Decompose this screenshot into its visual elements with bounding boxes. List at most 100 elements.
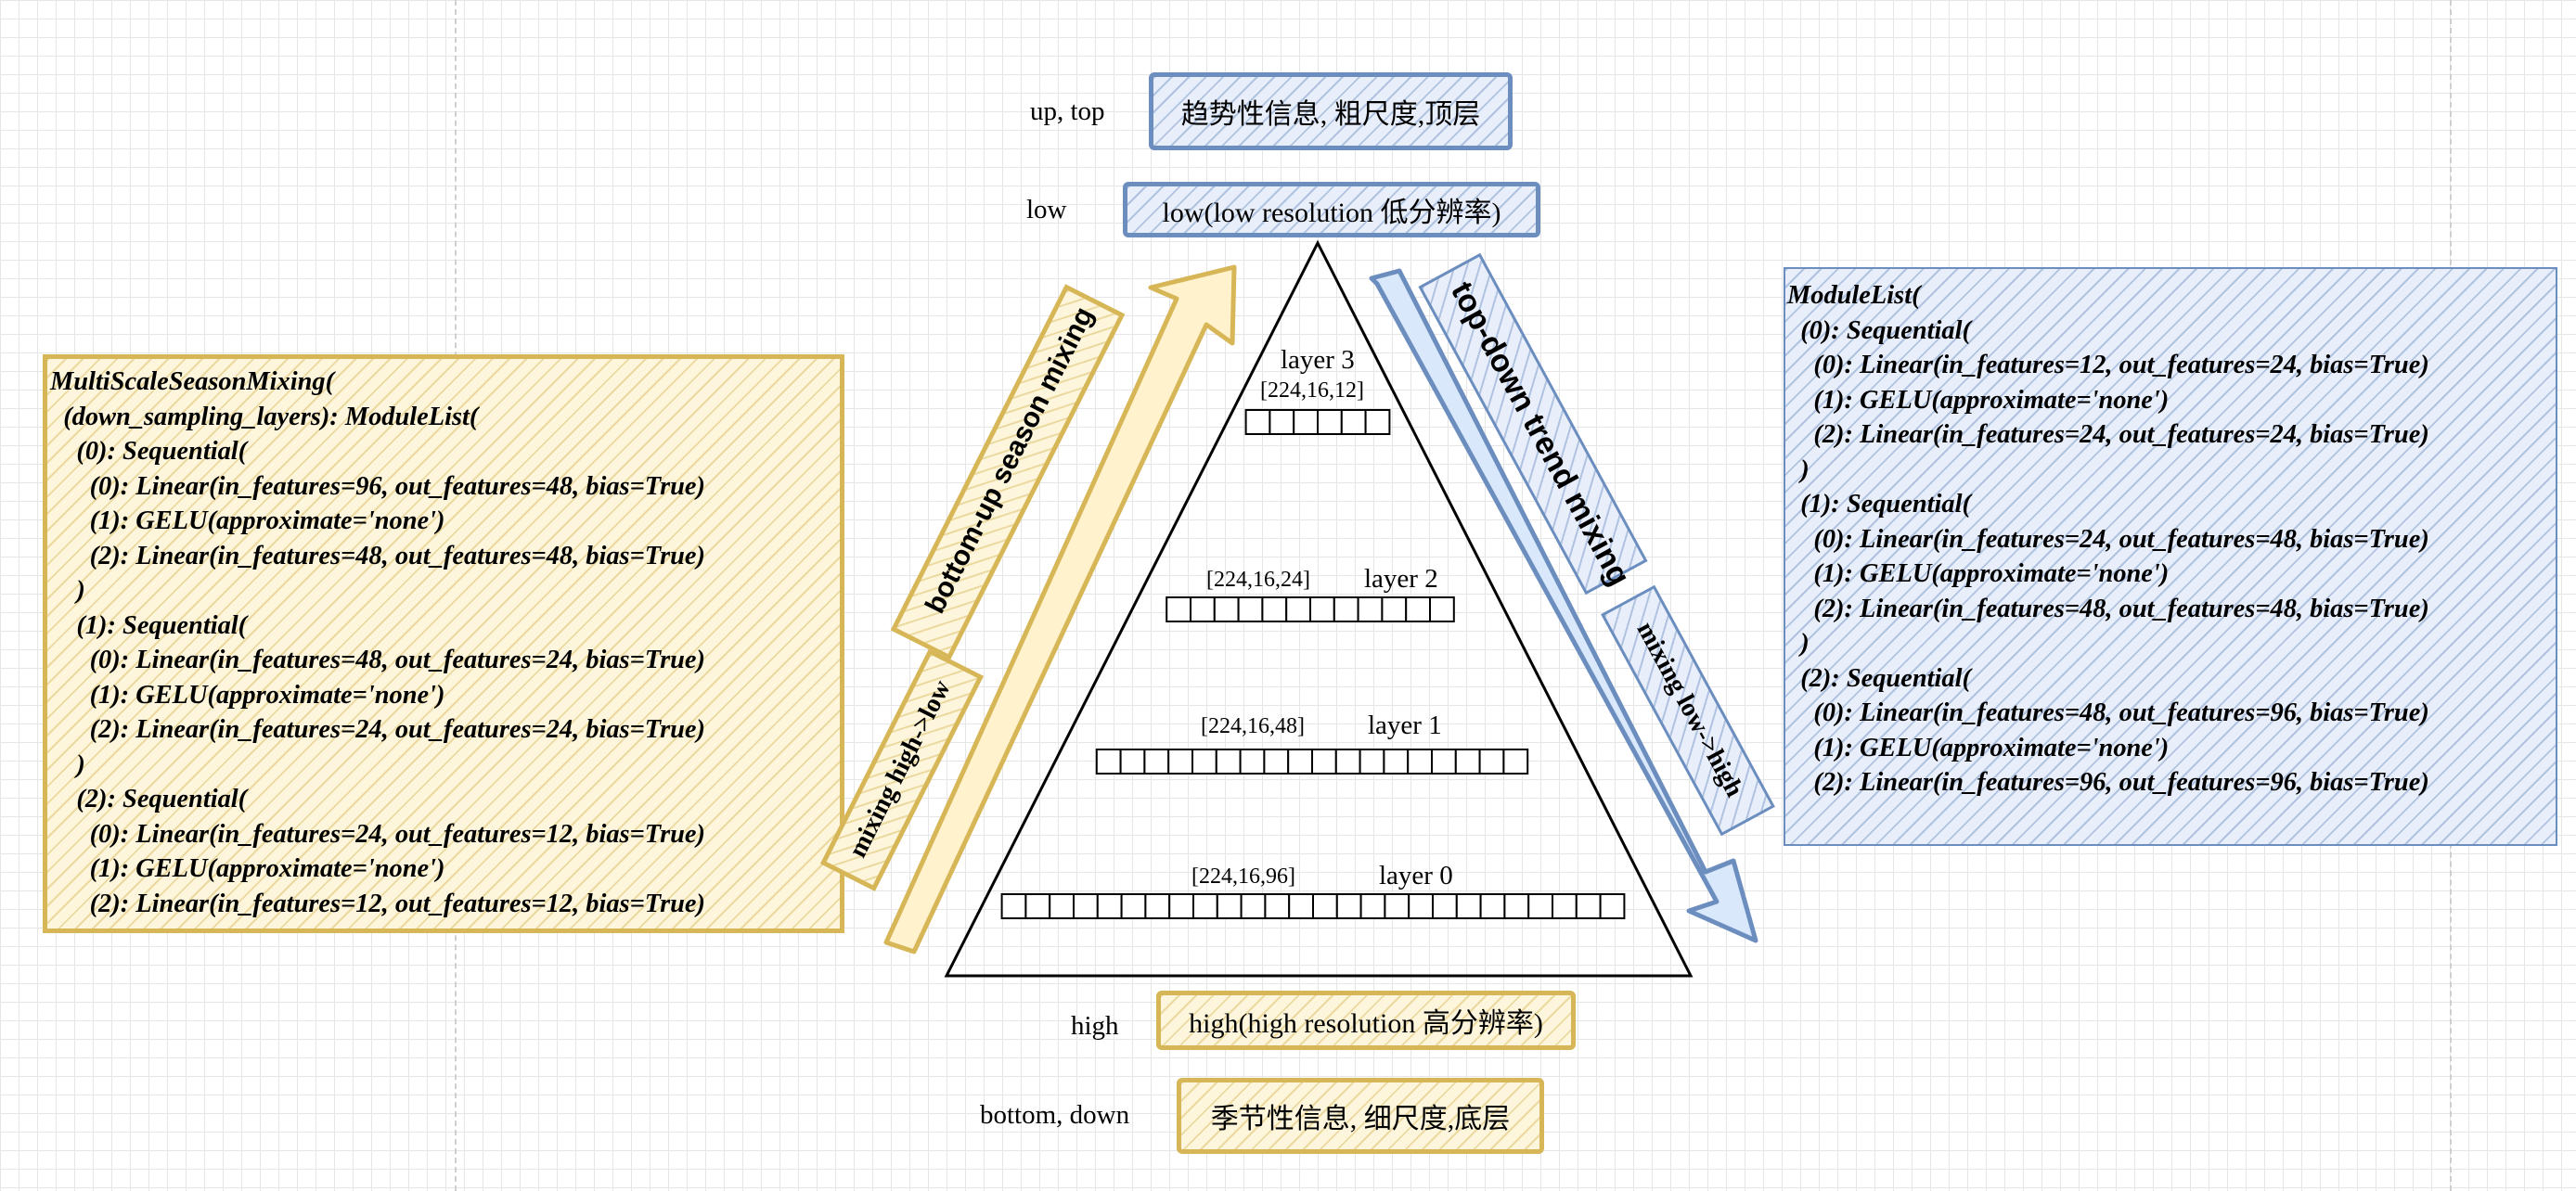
layer-0-cell xyxy=(1096,893,1123,919)
layer-0-cell xyxy=(1288,893,1314,919)
layer-bars xyxy=(1000,409,1626,919)
season-info-box: 季节性信息, 细尺度,底层 xyxy=(1177,1078,1544,1154)
season-code-line: (0): Sequential( xyxy=(76,437,248,466)
season-code-line: (1): GELU(approximate='none') xyxy=(89,854,445,883)
trend-info-text: 趋势性信息, 粗尺度,顶层 xyxy=(1180,99,1481,130)
layer-2-cell xyxy=(1429,596,1455,622)
layer-0-cell xyxy=(1192,893,1218,919)
trend-mixing-code-panel xyxy=(1784,267,2557,846)
layer-2-cell xyxy=(1213,596,1240,622)
season-code-line: (1): GELU(approximate='none') xyxy=(89,680,445,710)
season-info-text: 季节性信息, 细尺度,底层 xyxy=(1210,1104,1511,1134)
trend-code-line: (0): Linear(in_features=12, out_features… xyxy=(1813,351,2429,379)
trend-code-line: (1): GELU(approximate='none') xyxy=(1813,559,2170,588)
layer-3-cell xyxy=(1269,409,1295,435)
low-label: low xyxy=(1026,195,1067,224)
season-code-line: (2): Linear(in_features=24, out_features… xyxy=(89,715,705,744)
layer-1-shape: [224,16,48] xyxy=(1201,714,1305,738)
layer-0-cell xyxy=(1408,893,1434,919)
layer-0-cell xyxy=(1120,893,1147,919)
layer-1-cell xyxy=(1334,749,1361,775)
trend-code-line: (2): Linear(in_features=48, out_features… xyxy=(1813,594,2429,623)
layer-3-shape: [224,16,12] xyxy=(1260,378,1364,403)
layer-2-cell xyxy=(1405,596,1431,622)
layer-0-cell xyxy=(1049,893,1075,919)
layer-2-cell xyxy=(1357,596,1384,622)
layer-2-name: layer 2 xyxy=(1364,564,1438,594)
layer-0-cell xyxy=(1359,893,1386,919)
layer-0-cell xyxy=(1216,893,1243,919)
layer-0-cell xyxy=(1479,893,1506,919)
bottom-down-label: bottom, down xyxy=(980,1100,1130,1130)
layer-3-cell xyxy=(1317,409,1343,435)
layer-0-cell xyxy=(1312,893,1338,919)
layer-1-cell xyxy=(1454,749,1481,775)
season-code-line: MultiScaleSeasonMixing( xyxy=(50,367,335,396)
layer-0-cell xyxy=(1599,893,1626,919)
trend-mixing-code: ModuleList( (0): Sequential( (0): Linear… xyxy=(1787,278,2429,800)
trend-info-box: 趋势性信息, 粗尺度,顶层 xyxy=(1149,72,1513,150)
layer-0-cell xyxy=(1335,893,1362,919)
season-code-line: (0): Linear(in_features=96, out_features… xyxy=(89,471,705,501)
layer-1-cell xyxy=(1502,749,1529,775)
low-resolution-box: low(low resolution 低分辨率) xyxy=(1123,182,1540,237)
season-mixing-code: MultiScaleSeasonMixing( (down_sampling_l… xyxy=(50,365,705,921)
layer-1-cell xyxy=(1287,749,1313,775)
layer-1-cell xyxy=(1191,749,1217,775)
layer-2-cell xyxy=(1381,596,1408,622)
layer-2-cell xyxy=(1190,596,1216,622)
layer-2-cell xyxy=(1333,596,1359,622)
layer-0-cell xyxy=(1144,893,1171,919)
layer-1-cell xyxy=(1311,749,1337,775)
layer-0-cell xyxy=(1240,893,1267,919)
trend-code-line: (1): Sequential( xyxy=(1800,490,1971,519)
layer-1-cell xyxy=(1478,749,1505,775)
bottom-up-arrow xyxy=(883,264,1237,954)
layer-0-name: layer 0 xyxy=(1379,861,1453,890)
layer-0-cell xyxy=(1024,893,1051,919)
trend-code-line: (2): Sequential( xyxy=(1800,663,1971,693)
layer-1-cell xyxy=(1239,749,1266,775)
layer-1-cell xyxy=(1143,749,1170,775)
trend-code-line: (0): Linear(in_features=24, out_features… xyxy=(1813,524,2429,554)
season-code-line: (2): Sequential( xyxy=(76,785,248,813)
layer-1-cell xyxy=(1407,749,1433,775)
season-code-line: (2): Linear(in_features=12, out_features… xyxy=(50,889,705,918)
trend-code-line: ) xyxy=(1800,629,1810,658)
up-top-label: up, top xyxy=(1030,96,1105,126)
trend-code-line: (1): GELU(approximate='none') xyxy=(1813,733,2170,762)
top-down-arrow xyxy=(1369,268,1758,943)
layer-0-cell xyxy=(1264,893,1291,919)
trend-code-line: ModuleList( xyxy=(1787,281,1921,310)
high-resolution-text: high(high resolution 高分辨率) xyxy=(1189,1008,1543,1039)
layer-0-cell xyxy=(1432,893,1458,919)
season-code-line: (1): Sequential( xyxy=(76,610,248,640)
layer-2-shape: [224,16,24] xyxy=(1206,568,1310,592)
layer-1-cell xyxy=(1095,749,1122,775)
layer-1-cell xyxy=(1119,749,1146,775)
season-code-line: (down_sampling_layers): ModuleList( xyxy=(63,402,479,431)
layer-0-cell xyxy=(1552,893,1578,919)
trend-code-line: (0): Sequential( xyxy=(1800,315,1971,345)
trend-code-line: (0): Linear(in_features=48, out_features… xyxy=(1813,698,2429,727)
season-code-line: ) xyxy=(76,749,85,779)
low-resolution-text: low(low resolution 低分辨率) xyxy=(1162,198,1501,228)
layer-0-shape: [224,16,96] xyxy=(1191,864,1295,889)
trend-code-line: (2): Linear(in_features=24, out_features… xyxy=(1813,420,2429,449)
season-code-line: (1): GELU(approximate='none') xyxy=(89,506,445,535)
high-resolution-box: high(high resolution 高分辨率) xyxy=(1156,991,1576,1050)
layer-2-cell xyxy=(1285,596,1311,622)
layer-2-cell xyxy=(1309,596,1335,622)
layer-0-cell xyxy=(1073,893,1099,919)
layer-3-cell xyxy=(1364,409,1391,435)
trend-code-line: (2): Linear(in_features=96, out_features… xyxy=(1787,768,2429,797)
trend-code-line: (1): GELU(approximate='none') xyxy=(1813,385,2170,415)
layer-1-cell xyxy=(1359,749,1385,775)
layer-0-cell xyxy=(1575,893,1602,919)
layer-1-name: layer 1 xyxy=(1368,711,1442,740)
layer-1-cell xyxy=(1383,749,1410,775)
season-code-line: (0): Linear(in_features=48, out_features… xyxy=(89,646,705,674)
layer-2-cell xyxy=(1237,596,1264,622)
